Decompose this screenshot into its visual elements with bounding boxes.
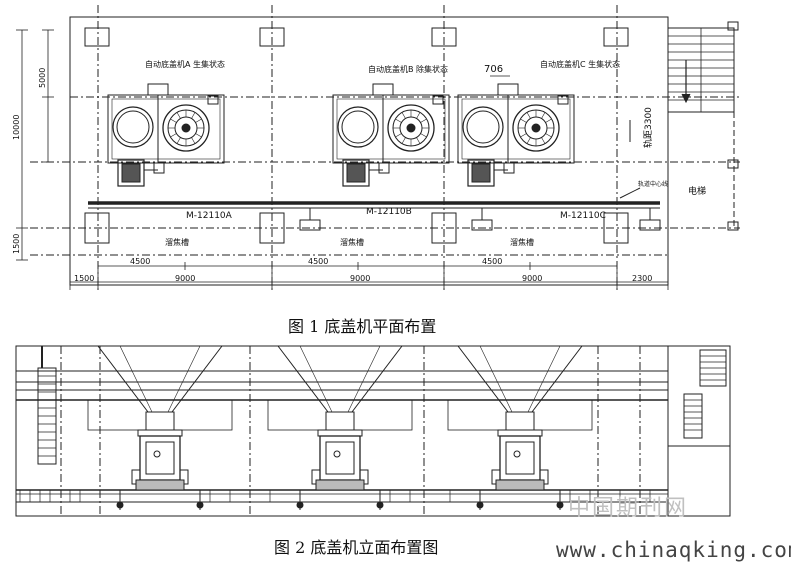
- plan-frame: [69, 16, 669, 286]
- elevation-machine-unit: [87, 345, 233, 510]
- dim-h-5: 4500: [482, 257, 502, 266]
- dim-h-3: 4500: [308, 257, 328, 266]
- dim-h-0: 1500: [74, 274, 94, 283]
- elevation-frame: [15, 345, 731, 517]
- state-b-label: 自动底盖机B 除集状态: [368, 64, 448, 74]
- dim-706: 706: [484, 64, 503, 75]
- watermark-url: www.chinaqking.com: [556, 538, 791, 562]
- elevation-machine-unit: [447, 345, 593, 510]
- watermark-cn: 中国期刊网: [568, 496, 689, 521]
- dim-h-2: 9000: [175, 274, 195, 283]
- m-c-label: M-12110C: [560, 211, 606, 221]
- dim-h-1: 4500: [130, 257, 150, 266]
- chute-label-c: 溜焦槽: [510, 237, 534, 247]
- plan-machine-unit: [332, 83, 450, 187]
- state-a-label: 自动底盖机A 生集状态: [145, 59, 225, 69]
- dim-v-2: 1500: [12, 234, 21, 254]
- m-a-label: M-12110A: [186, 211, 233, 221]
- elevation-machine-unit: [267, 345, 413, 510]
- dim-h-7: 2300: [632, 274, 652, 283]
- dim-v-0: 5000: [38, 68, 47, 88]
- dim-h-4: 9000: [350, 274, 370, 283]
- elevator-label: 电梯: [688, 185, 706, 197]
- dim-h-6: 9000: [522, 274, 542, 283]
- dim-v-1: 10000: [12, 115, 21, 140]
- chute-label-a: 溜焦槽: [165, 237, 189, 247]
- state-c-label: 自动底盖机C 生集状态: [540, 59, 620, 69]
- rail-note: 轨道中心线: [638, 180, 668, 188]
- track-gauge-label: 轨距3300: [642, 107, 654, 148]
- figure-2-caption: 图 2 底盖机立面布置图: [274, 538, 439, 557]
- plan-machine-unit: [457, 83, 575, 187]
- plan-layout-drawing: 自动底盖机A 生集状态 自动底盖机B 除集状态 自动底盖机C 生集状态 706 …: [12, 5, 740, 290]
- chute-label-b: 溜焦槽: [340, 237, 364, 247]
- elevation-drawing: [15, 345, 731, 517]
- m-b-label: M-12110B: [366, 207, 412, 217]
- figure-1-caption: 图 1 底盖机平面布置: [288, 317, 437, 336]
- plan-machine-unit: [107, 83, 225, 187]
